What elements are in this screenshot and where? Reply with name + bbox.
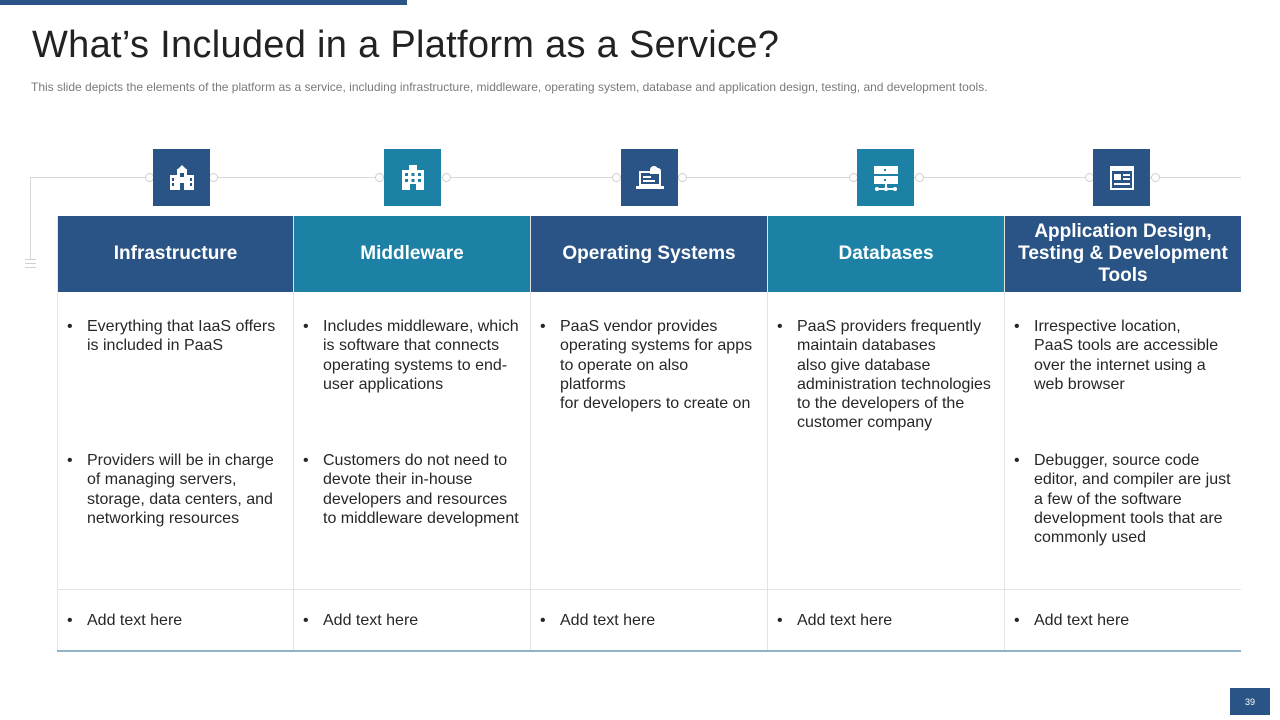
connector-dot (1151, 173, 1160, 182)
bullet-mark: • (540, 612, 546, 629)
bullet-mark: • (777, 318, 783, 335)
bullet-text: Includes middleware, which is software t… (323, 318, 519, 393)
column-header: Operating Systems (531, 216, 767, 292)
connector-tick (25, 263, 36, 264)
bullet-mark: • (1014, 612, 1020, 629)
column-databases: Databases • PaaS providers frequently ma… (768, 216, 1005, 650)
column-operating-systems: Operating Systems • PaaS vendor provides… (531, 216, 768, 650)
bullet-item: • Providers will be in charge of managin… (66, 451, 283, 528)
bullet-mark: • (67, 318, 73, 335)
bullet-item: • PaaS vendor provides operating systems… (539, 317, 757, 413)
row-divider (531, 589, 767, 590)
column-header: Databases (768, 216, 1004, 292)
bullet-item: • Includes middleware, which is software… (302, 317, 520, 394)
placeholder-text: Add text here (1034, 612, 1130, 629)
app-window-icon (1093, 149, 1150, 206)
row-divider (58, 589, 293, 590)
bullet-text: Providers will be in charge of managing … (87, 452, 274, 527)
paas-elements-table: Infrastructure • Everything that IaaS of… (57, 216, 1241, 652)
bullet-mark: • (1014, 452, 1020, 469)
bullet-mark: • (540, 318, 546, 335)
placeholder-bullet: • Add text here (776, 611, 994, 630)
connector-dot (209, 173, 218, 182)
placeholder-text: Add text here (797, 612, 893, 629)
connector-dot (612, 173, 621, 182)
placeholder-bullet: • Add text here (302, 611, 520, 630)
connector-tick (25, 267, 36, 268)
connector-dot (442, 173, 451, 182)
placeholder-bullet: • Add text here (539, 611, 757, 630)
page-number: 39 (1230, 688, 1270, 715)
placeholder-bullet: • Add text here (1013, 611, 1231, 630)
connector-dot (915, 173, 924, 182)
connector-dot (678, 173, 687, 182)
bullet-text: Debugger, source code editor, and compil… (1034, 452, 1231, 547)
building-icon (153, 149, 210, 206)
bullet-mark: • (303, 612, 309, 629)
bullet-mark: • (777, 612, 783, 629)
bullet-mark: • (303, 452, 309, 469)
column-infrastructure: Infrastructure • Everything that IaaS of… (57, 216, 294, 650)
row-divider (1005, 589, 1241, 590)
placeholder-text: Add text here (87, 612, 183, 629)
column-application-tools: Application Design, Testing & Developmen… (1005, 216, 1241, 650)
bullet-item: • Irrespective location, PaaS tools are … (1013, 317, 1231, 394)
placeholder-bullet: • Add text here (66, 611, 283, 630)
connector-dot (375, 173, 384, 182)
placeholder-text: Add text here (323, 612, 419, 629)
bullet-text: PaaS vendor provides operating systems f… (560, 318, 753, 413)
bullet-mark: • (67, 612, 73, 629)
laptop-cloud-icon (621, 149, 678, 206)
row-divider (768, 589, 1004, 590)
bullet-item: • Everything that IaaS offers is include… (66, 317, 283, 356)
server-network-icon (857, 149, 914, 206)
column-header: Middleware (294, 216, 530, 292)
office-building-icon (384, 149, 441, 206)
bullet-mark: • (303, 318, 309, 335)
top-accent-bar (0, 0, 407, 5)
bullet-item: • Customers do not need to devote their … (302, 451, 520, 528)
column-header: Application Design, Testing & Developmen… (1005, 216, 1241, 292)
bullet-text: Everything that IaaS offers is included … (87, 318, 276, 355)
bullet-text: Irrespective location, PaaS tools are ac… (1034, 318, 1219, 393)
row-divider (294, 589, 530, 590)
bullet-item: • PaaS providers frequently maintain dat… (776, 317, 994, 433)
connector-tick (25, 259, 36, 260)
slide-subtitle: This slide depicts the elements of the p… (31, 80, 988, 94)
placeholder-text: Add text here (560, 612, 656, 629)
column-header: Infrastructure (58, 216, 293, 292)
connector-drop-line (30, 177, 31, 260)
slide-title: What’s Included in a Platform as a Servi… (32, 24, 780, 66)
bullet-mark: • (67, 452, 73, 469)
bullet-text: Customers do not need to devote their in… (323, 452, 519, 527)
bullet-text: PaaS providers frequently maintain datab… (797, 318, 991, 432)
column-middleware: Middleware • Includes middleware, which … (294, 216, 531, 650)
bullet-item: • Debugger, source code editor, and comp… (1013, 451, 1231, 547)
bullet-mark: • (1014, 318, 1020, 335)
